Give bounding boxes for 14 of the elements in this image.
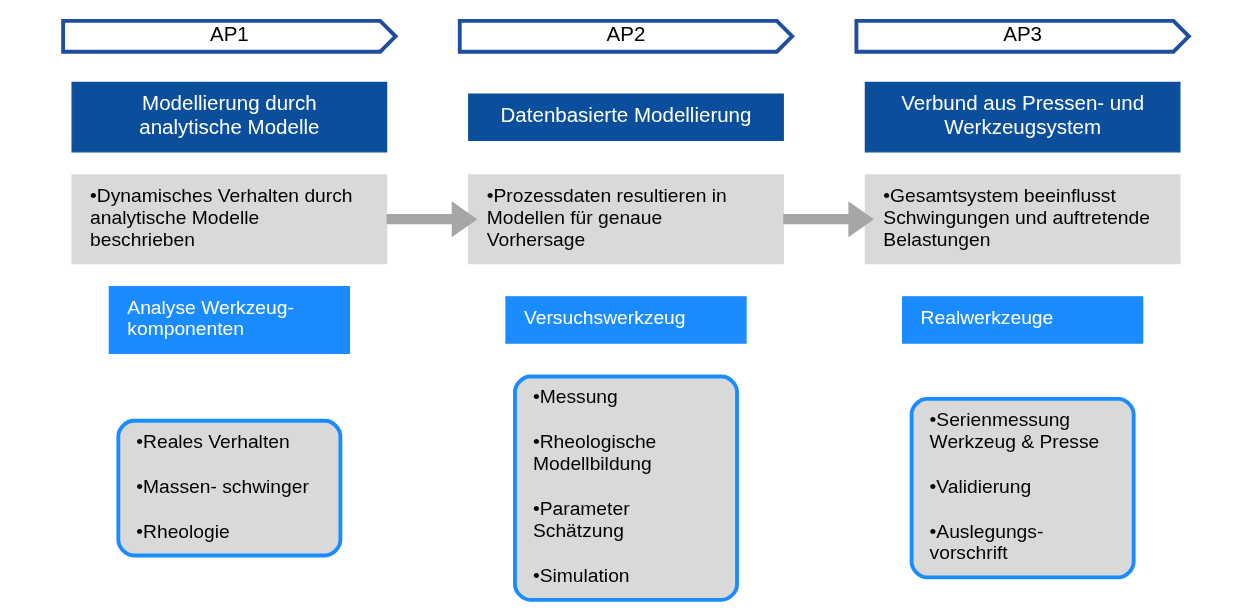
node-box: •Reales Verhalten •Massen- schwinger •Rheologie (116, 418, 343, 558)
arrow (386, 201, 478, 238)
node-box: Versuchswerkzeug (505, 296, 747, 344)
arrow (783, 201, 875, 238)
node-box: Analyse Werkzeug- komponenten (108, 285, 350, 354)
node-box: •Messung •Rheologische Modellbildung •Parameter Schätzung •Simulation (513, 374, 739, 602)
node-box: •Serienmessung Werkzeug & Presse •Validierung •Auslegungs- vorschrift (909, 397, 1136, 580)
node-box: Datenbasierte Modellierung (468, 93, 784, 141)
node-box: •Prozessdaten resultieren in Modellen für genaue Vorhersage (468, 174, 784, 265)
node-box: •Gesamtsystem beeinflusst Schwingungen und auftretende Belastungen (864, 174, 1181, 265)
node-box: Verbund aus Pressen- und Werkzeugsystem (864, 81, 1181, 153)
node-box: Modellierung durch analytische Modelle (71, 81, 388, 153)
node-box: Realwerkzeuge (902, 296, 1144, 344)
node-box: •Dynamisches Verhalten durch analytische Modelle beschrieben (71, 174, 388, 265)
